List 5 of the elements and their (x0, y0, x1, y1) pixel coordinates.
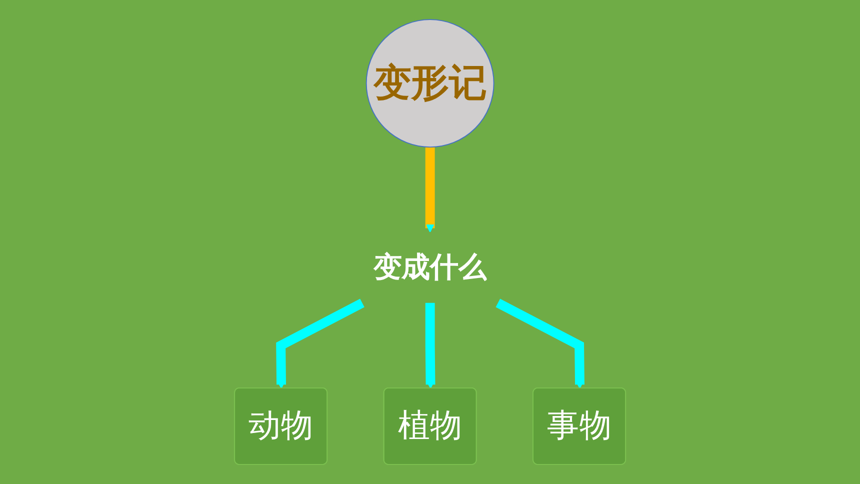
arrow (425, 302, 436, 389)
arrow (496, 298, 584, 389)
arrow (425, 147, 435, 232)
node-text: 变成什么 (373, 250, 487, 284)
arrow (276, 298, 364, 389)
